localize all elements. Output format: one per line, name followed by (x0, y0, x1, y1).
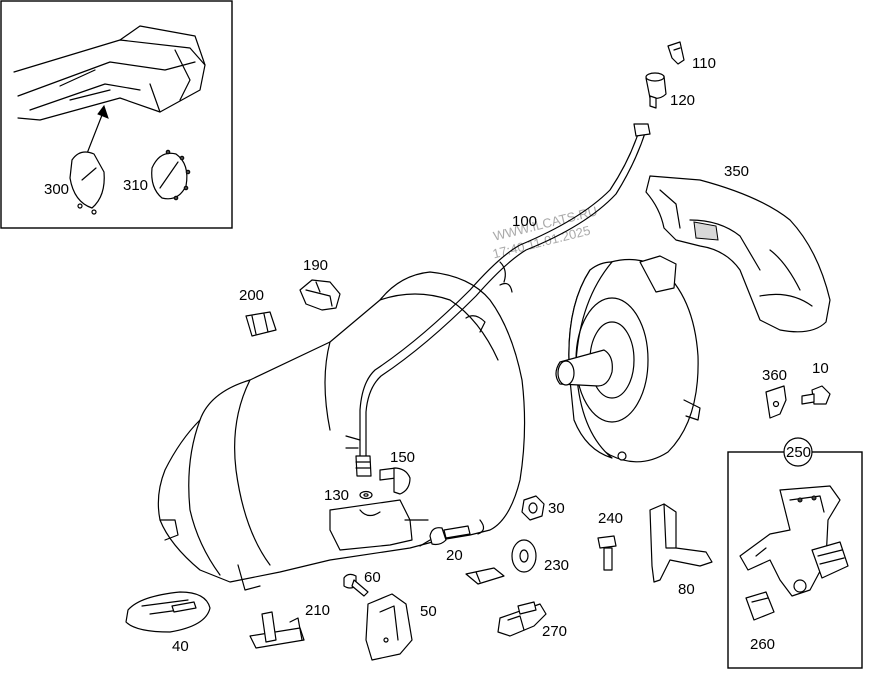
part-80-bracket (649, 503, 713, 583)
callout-190: 190 (303, 257, 328, 274)
part-150-bolt (379, 467, 411, 495)
callout-110: 110 (692, 55, 716, 72)
callout-60: 60 (364, 569, 381, 586)
callout-350: 350 (724, 163, 749, 180)
part-360-bracket (765, 385, 787, 419)
part-300-cover (69, 151, 105, 215)
callout-270: 270 (542, 623, 567, 640)
part-40-oil-pan (125, 591, 211, 633)
callout-240: 240 (598, 510, 623, 527)
callout-150: 150 (390, 449, 415, 466)
inset-detail-top-left: 300 310 (0, 0, 233, 229)
part-250-bracket-assembly (739, 485, 849, 597)
watermark: WWW.ILCATS.RU 17:40 11.01.2025 (491, 203, 599, 261)
part-190-bracket (299, 279, 341, 311)
part-100-dipstick-tube (345, 123, 651, 477)
part-260-bracket (745, 591, 775, 621)
callout-230: 230 (544, 557, 569, 574)
part-270-bracket (497, 601, 547, 637)
part-clip-near-230 (465, 567, 505, 585)
callout-20: 20 (446, 547, 463, 564)
part-240-bolt (597, 535, 617, 571)
part-200-bracket (245, 311, 277, 337)
part-350-shield (645, 175, 831, 333)
callout-30: 30 (548, 500, 565, 517)
inset-arrow-shaft (85, 109, 105, 157)
callout-130: 130 (324, 487, 349, 504)
callout-260: 260 (750, 636, 775, 653)
callout-10: 10 (812, 360, 829, 377)
part-50-bracket (365, 593, 413, 661)
callout-200: 200 (239, 287, 264, 304)
callout-300: 300 (44, 181, 69, 198)
inset-frame-rail (13, 25, 206, 121)
inset-arrow-head (97, 104, 109, 119)
callout-210: 210 (305, 602, 330, 619)
part-210-bracket (249, 611, 305, 649)
callout-40: 40 (172, 638, 189, 655)
transmission-housing (157, 271, 526, 591)
part-30-nut (521, 495, 545, 521)
part-60-bolt (343, 573, 369, 597)
part-230-washer (511, 539, 537, 573)
callout-labels: 110 120 350 100 190 200 360 10 150 130 3… (172, 55, 829, 655)
part-10-bolt (801, 385, 831, 405)
part-20-bolt (429, 525, 471, 546)
callout-250: 250 (786, 444, 811, 461)
part-310-cover (151, 149, 191, 201)
callout-250-circle (783, 437, 813, 467)
callout-100: 100 (512, 213, 537, 230)
inset-detail-250: 250 260 (727, 437, 863, 669)
part-110-clip (667, 41, 685, 65)
callout-120: 120 (670, 92, 695, 109)
callout-80: 80 (678, 581, 695, 598)
callout-310: 310 (123, 177, 148, 194)
torque-converter (555, 255, 701, 463)
callout-360: 360 (762, 367, 787, 384)
part-130-washer (359, 490, 373, 500)
inset-frame (0, 0, 233, 229)
part-120-cap (645, 72, 667, 109)
callout-50: 50 (420, 603, 437, 620)
